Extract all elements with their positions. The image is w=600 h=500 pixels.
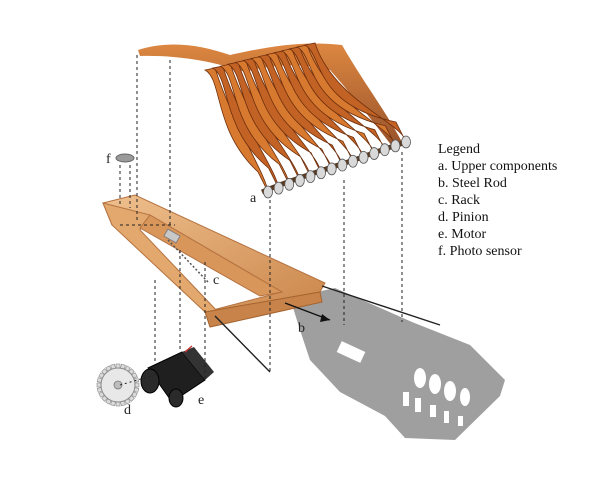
roller xyxy=(358,150,369,164)
pinion-gear xyxy=(96,363,140,407)
steel-rod xyxy=(214,285,441,373)
projection-lines xyxy=(119,55,403,386)
wooden-frame xyxy=(102,194,326,328)
callout-d: d xyxy=(124,403,131,418)
roller xyxy=(294,174,305,187)
shadow-shape xyxy=(290,288,505,440)
roller xyxy=(263,185,273,199)
roller xyxy=(273,181,284,195)
motor xyxy=(140,345,214,408)
fin-array xyxy=(203,42,407,193)
roller xyxy=(401,135,411,149)
roller xyxy=(337,158,348,172)
roller xyxy=(305,170,316,184)
legend-item-a: a. Upper components xyxy=(438,159,558,174)
frame-front-face xyxy=(204,291,323,328)
photo-sensor xyxy=(115,153,135,163)
roller xyxy=(348,154,358,168)
fin-back xyxy=(138,43,402,150)
legend-item-e: e. Motor xyxy=(438,227,487,242)
callout-c: c xyxy=(213,273,219,288)
roller xyxy=(326,162,337,176)
legend-item-f: f. Photo sensor xyxy=(438,244,522,259)
legend: Legend a. Upper components b. Steel Rod … xyxy=(438,141,557,260)
legend-title: Legend xyxy=(438,142,480,157)
legend-item-b: b. Steel Rod xyxy=(438,176,507,191)
legend-item-c: c. Rack xyxy=(438,193,480,208)
callout-b: b xyxy=(298,321,305,336)
motion-arrowhead xyxy=(320,314,330,322)
callout-e: e xyxy=(198,393,204,408)
roller-array xyxy=(263,135,411,199)
callout-a: a xyxy=(250,191,257,206)
roller xyxy=(390,139,401,153)
roller xyxy=(284,177,295,191)
shadow-holes xyxy=(336,341,470,426)
callout-f: f xyxy=(106,152,111,167)
legend-item-d: d. Pinion xyxy=(438,210,489,225)
upper-components xyxy=(138,42,411,199)
roller xyxy=(369,147,380,160)
rack xyxy=(163,228,209,283)
roller xyxy=(379,143,390,157)
roller xyxy=(316,166,326,180)
cast-shadow xyxy=(290,288,505,440)
